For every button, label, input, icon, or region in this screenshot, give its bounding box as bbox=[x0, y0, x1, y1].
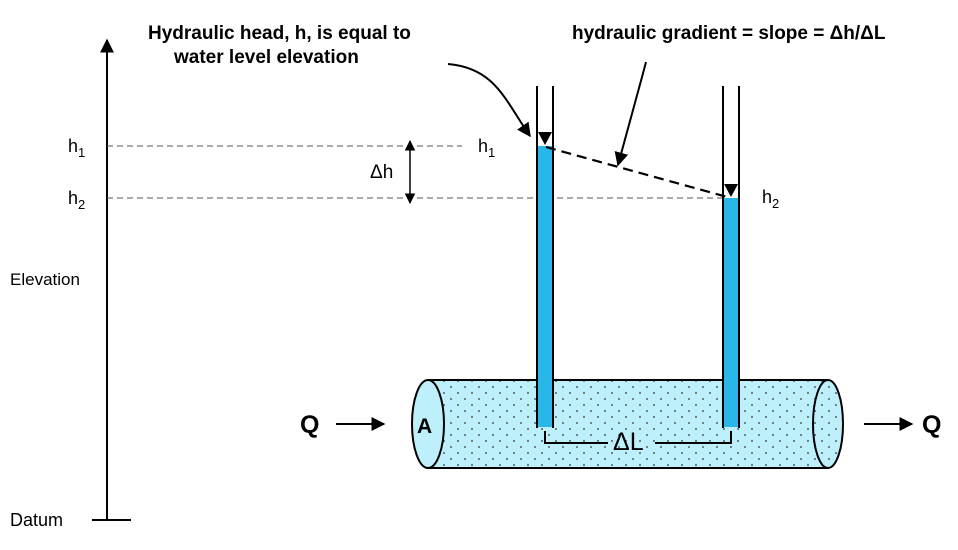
outflow-q-label: Q bbox=[922, 411, 941, 439]
aquifer-right-end-dots bbox=[813, 380, 843, 468]
aquifer-left-end bbox=[411, 379, 445, 469]
gradient-pointer-arrow bbox=[614, 61, 647, 167]
hydraulic-gradient-slope bbox=[545, 145, 732, 200]
delta-l-bracket-left bbox=[544, 431, 608, 444]
h2-piezometer-label: h2 bbox=[762, 187, 779, 211]
h1-water-level-marker bbox=[538, 132, 552, 145]
elevation-label: Elevation bbox=[10, 270, 80, 289]
delta-l-label: ΔL bbox=[613, 428, 644, 456]
h2-water-level-marker bbox=[724, 184, 738, 197]
cross-section-area-label: A bbox=[417, 415, 432, 438]
inflow-q-label: Q bbox=[300, 411, 319, 439]
h2-axis-label: h2 bbox=[68, 188, 85, 212]
delta-h-label: Δh bbox=[370, 162, 393, 183]
h1-piezometer-label: h1 bbox=[478, 136, 495, 160]
h1-axis-label: h1 bbox=[68, 136, 85, 160]
right-piezometer-water bbox=[724, 198, 738, 427]
aquifer-dots bbox=[428, 380, 828, 468]
left-piezometer-water bbox=[538, 146, 552, 427]
head-pointer-arrow bbox=[447, 63, 531, 138]
datum-label: Datum bbox=[10, 510, 63, 530]
delta-l-bracket-right bbox=[655, 431, 732, 444]
